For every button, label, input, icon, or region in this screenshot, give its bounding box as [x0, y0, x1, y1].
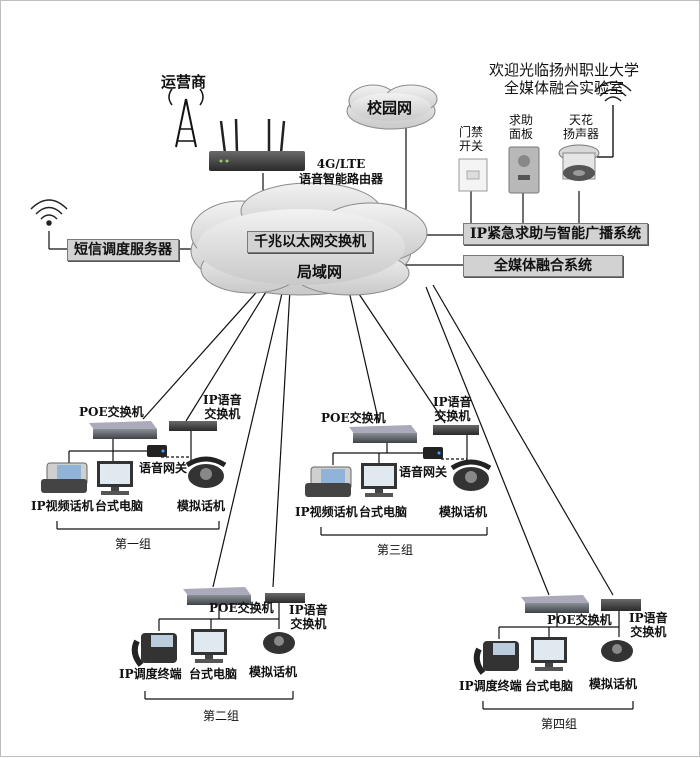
welcome-label: 欢迎光临扬州职业大学 全媒体融合实验室: [489, 61, 640, 97]
campus-net-label: 校园网: [367, 99, 413, 117]
g2-poe-label: POE交换机: [209, 601, 274, 615]
pc-icon-g2: [191, 629, 227, 663]
g2-voip-label: IP语音 交换机: [289, 603, 328, 631]
g3-voip-label: IP语音 交换机: [433, 395, 472, 423]
lan-label: 局域网: [297, 263, 343, 281]
pc-icon-g3: [361, 463, 397, 497]
voip-switch-icon-g3: [433, 425, 479, 435]
terminal-icon-g2: [131, 633, 177, 667]
g1-analog-label: 模拟话机: [177, 499, 226, 513]
pc-icon-g1: [97, 461, 133, 495]
g4-terminal-label: IP调度终端: [459, 679, 522, 693]
g4-analog-label: 模拟话机: [589, 677, 638, 691]
analog-phone-icon-g2: [263, 632, 295, 654]
door-switch-icon: [458, 158, 488, 192]
wifi-icon-speaker: [594, 81, 632, 158]
videophone-icon-g3: [305, 466, 352, 497]
g1-voip-label: IP语音 交换机: [203, 393, 242, 421]
analog-phone-icon-g1: [185, 456, 227, 488]
g4-group-name: 第四组: [541, 717, 578, 731]
g1-gateway-label: 语音网关: [139, 461, 188, 475]
poe-switch-icon-g1: [89, 421, 157, 439]
voip-switch-icon-g1: [169, 421, 217, 431]
wifi-icon-sms: [30, 199, 68, 226]
carrier-label: 运营商: [161, 73, 207, 91]
g2-analog-label: 模拟话机: [249, 665, 298, 679]
g3-poe-label: POE交换机: [321, 411, 386, 425]
g1-group-name: 第一组: [115, 537, 152, 551]
g4-voip-label: IP语音 交换机: [629, 611, 668, 639]
g4-pc-label: 台式电脑: [525, 679, 574, 693]
g1-pc-label: 台式电脑: [95, 499, 144, 513]
poe-switch-icon-g2: [183, 587, 251, 605]
terminal-icon-g4: [473, 641, 519, 675]
voip-switch-icon-g2: [265, 593, 305, 603]
carrier-tower-icon: [168, 88, 204, 148]
router-icon: [209, 118, 305, 171]
g3-pc-label: 台式电脑: [359, 505, 408, 519]
help-panel-label: 求助 面板: [509, 113, 534, 141]
poe-switch-icon-g3: [349, 425, 417, 443]
gateway-icon-g1: [147, 445, 167, 457]
g3-gateway-label: 语音网关: [399, 465, 448, 479]
help-panel-icon: [508, 146, 540, 194]
g3-videophone-label: IP视频话机: [295, 505, 358, 519]
media-system-box: 全媒体融合系统: [463, 255, 623, 277]
g2-terminal-label: IP调度终端: [119, 667, 182, 681]
ceiling-speaker-icon: [558, 144, 600, 181]
analog-phone-icon-g4: [601, 640, 633, 662]
g2-pc-label: 台式电脑: [189, 667, 238, 681]
videophone-icon-g1: [41, 462, 88, 493]
g3-analog-label: 模拟话机: [439, 505, 488, 519]
core-switch-box: 千兆以太网交换机: [247, 231, 373, 253]
g1-videophone-label: IP视频话机: [31, 499, 94, 513]
analog-phone-icon-g3: [450, 459, 492, 491]
poe-switch-icon-g4: [521, 595, 589, 613]
g1-poe-label: POE交换机: [79, 405, 144, 419]
pc-icon-g4: [531, 637, 567, 671]
emergency-system-box: IP紧急求助与智能广播系统: [463, 223, 649, 245]
g2-group-name: 第二组: [203, 709, 240, 723]
door-switch-label: 门禁 开关: [459, 125, 484, 153]
g4-poe-label: POE交换机: [547, 613, 612, 627]
g3-group-name: 第三组: [377, 543, 414, 557]
sms-server-box: 短信调度服务器: [67, 239, 179, 261]
ceiling-speaker-label: 天花 扬声器: [563, 113, 600, 141]
gateway-icon-g3: [423, 447, 443, 459]
router-label: 4G/LTE 语音智能路由器: [299, 157, 384, 186]
voip-switch-icon-g4: [601, 599, 641, 611]
